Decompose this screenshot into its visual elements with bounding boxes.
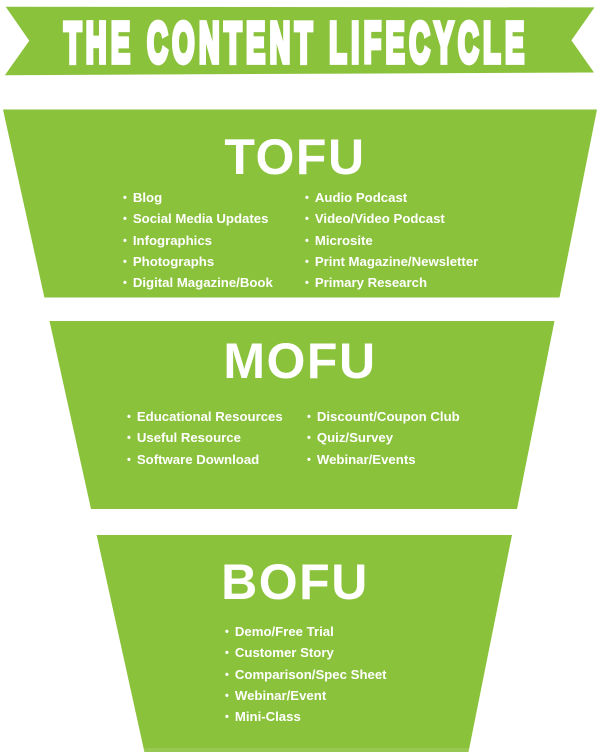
svg-text:THE CONTENT LIFECYCLE: THE CONTENT LIFECYCLE — [64, 12, 529, 75]
